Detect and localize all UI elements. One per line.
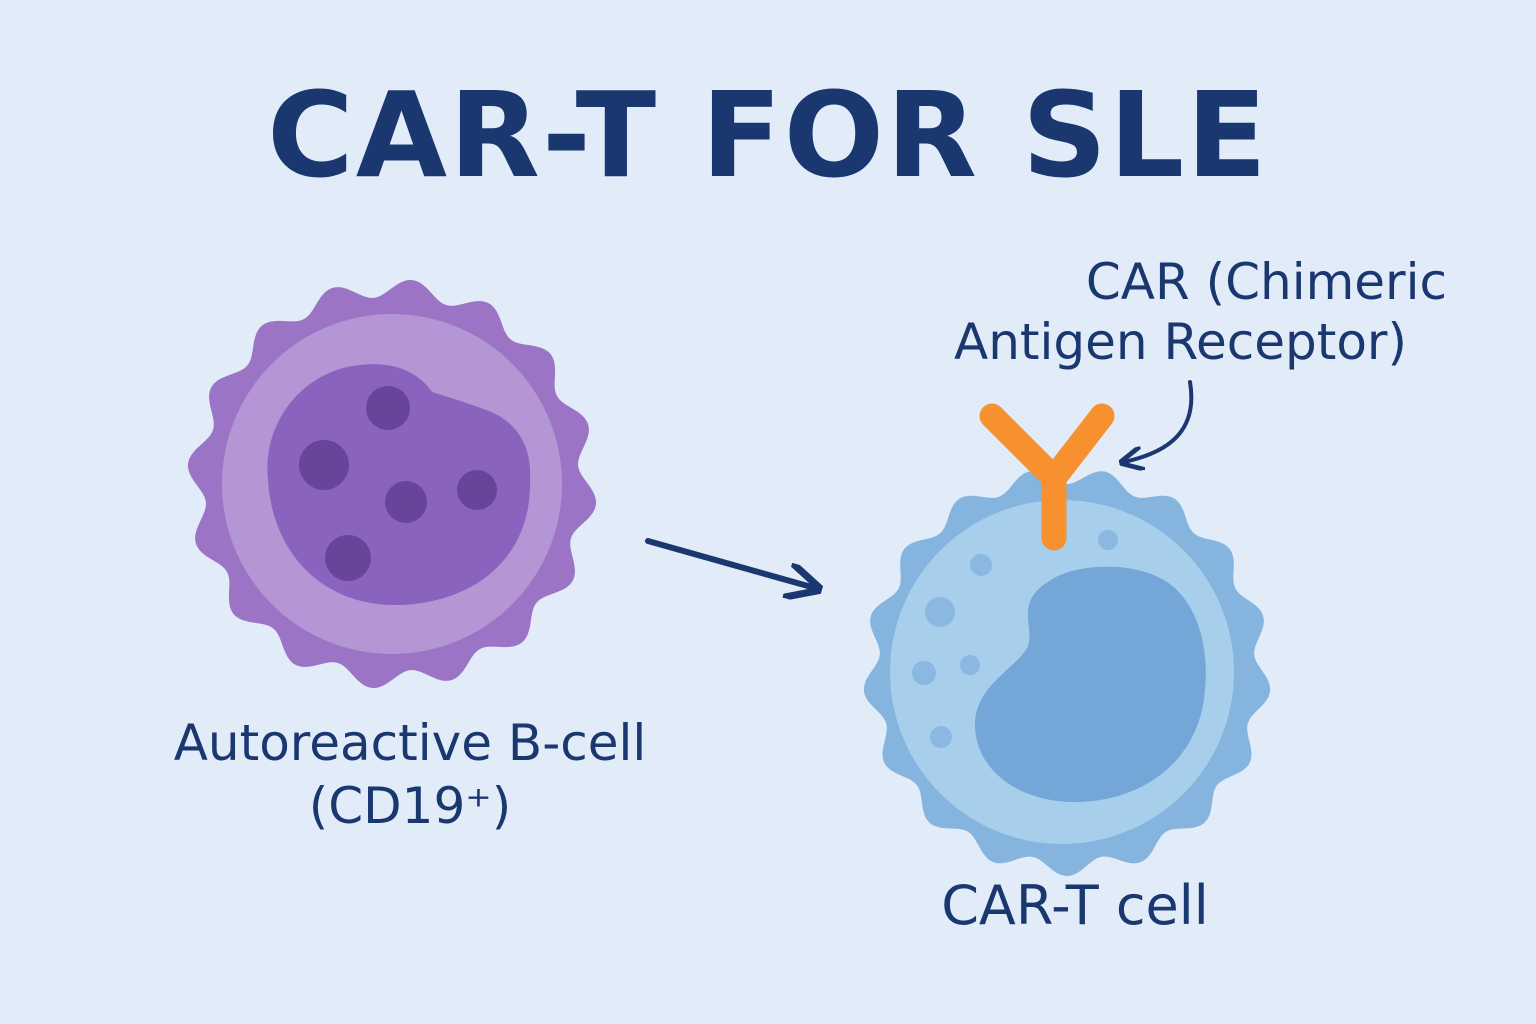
car-label-line1: CAR (Chimeric: [1085, 253, 1447, 311]
b-cell: [187, 279, 597, 689]
b-cell-granule: [457, 470, 497, 510]
b-cell-granules: [299, 386, 497, 581]
car-t-cell-granule: [970, 554, 992, 576]
car-t-cell-granule: [930, 726, 952, 748]
b-cell-granule: [366, 386, 410, 430]
b-cell-granule: [385, 481, 427, 523]
car-t-cell: [863, 471, 1271, 876]
car-t-cell-granules: [912, 530, 1118, 748]
b-cell-label: Autoreactive B-cell (CD19⁺): [110, 712, 710, 837]
car-label-line2: Antigen Receptor): [954, 313, 1407, 371]
car-pointer-arrow: [1124, 380, 1194, 462]
car-receptor-icon: [979, 403, 1115, 551]
b-cell-label-line2: (CD19⁺): [308, 776, 512, 835]
page-title: CAR-T FOR SLE: [267, 66, 1269, 204]
car-t-cell-granule: [925, 597, 955, 627]
car-t-cell-label: CAR-T cell: [941, 874, 1209, 937]
b-cell-label-line1: Autoreactive B-cell: [173, 714, 647, 772]
b-cell-granule: [325, 535, 371, 581]
car-t-cell-granule: [960, 655, 980, 675]
car-t-cell-nucleus: [975, 566, 1206, 803]
b-cell-granule: [299, 440, 349, 490]
transformation-arrow: [645, 538, 815, 588]
car-t-cell-granule: [912, 661, 936, 685]
car-t-cell-granule: [1098, 530, 1118, 550]
car-label: CAR (Chimeric Antigen Receptor): [905, 252, 1465, 372]
